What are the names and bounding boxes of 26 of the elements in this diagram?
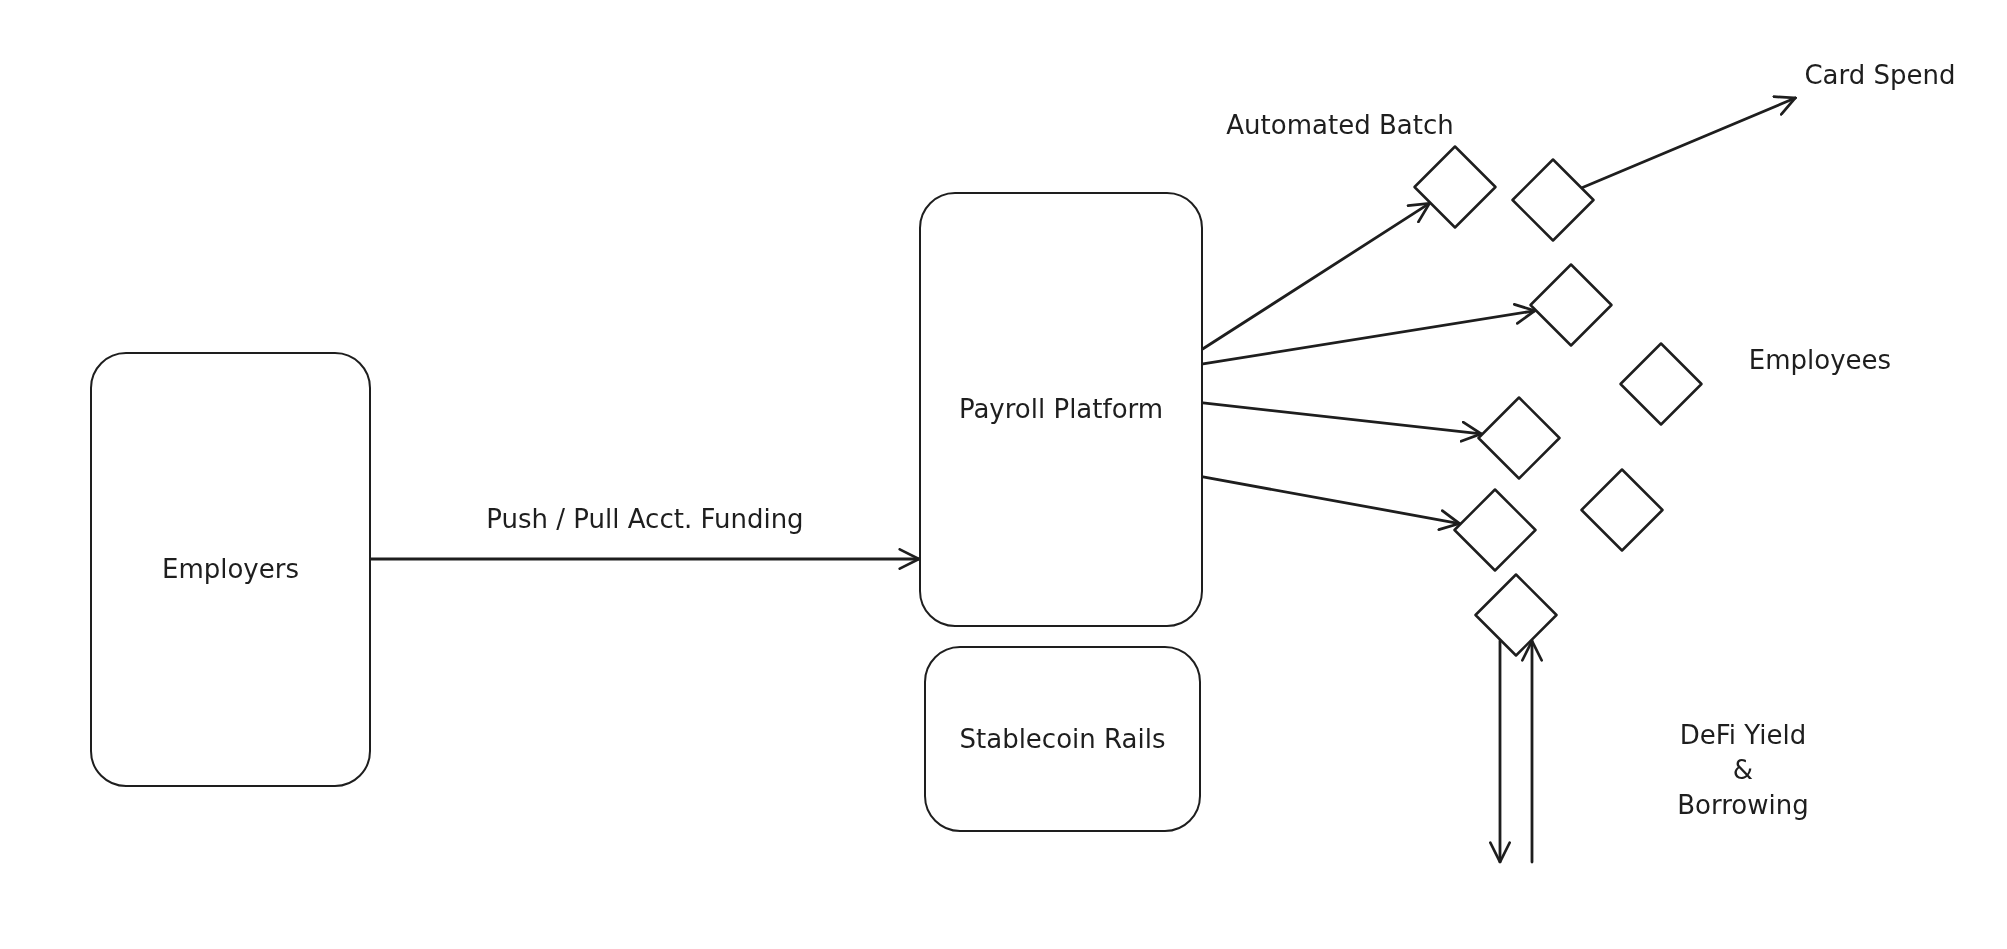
rounded-box: [90, 352, 371, 787]
diamond-shape: [1477, 396, 1561, 480]
diamond-shape: [1413, 145, 1497, 229]
diamond-shape: [1511, 158, 1595, 242]
diamond-shape: [1619, 342, 1703, 426]
arrow: [1201, 401, 1483, 443]
diamond-shape: [1474, 573, 1558, 657]
diamond-shape: [1580, 468, 1664, 552]
node-text: Payroll Platform: [957, 393, 1165, 427]
text-label: DeFi Yield & Borrowing: [1676, 719, 1810, 823]
arrow: [1489, 639, 1511, 864]
node-text: Card Spend: [1803, 58, 1957, 92]
node-text: Employers: [161, 553, 300, 587]
arrow: [1581, 95, 1797, 189]
arrow: [1521, 639, 1543, 864]
text-label: Automated Batch: [1225, 109, 1455, 142]
arrow: [1201, 302, 1537, 366]
arrow: [1201, 202, 1431, 351]
text-label: Employees: [1747, 344, 1893, 377]
rounded-box: [924, 646, 1201, 832]
arrow: [1201, 475, 1461, 531]
arrow: [369, 548, 921, 570]
diamond-shape: [1529, 263, 1613, 347]
diamond-shape: [1453, 488, 1537, 572]
rounded-box: [919, 192, 1203, 627]
node-text: Stablecoin Rails: [958, 722, 1167, 756]
